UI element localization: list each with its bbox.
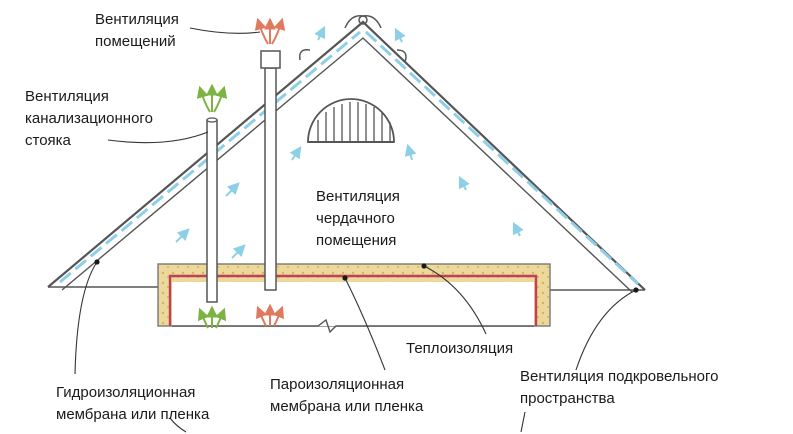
underroof-airflow-right (364, 30, 640, 286)
room-vent-pipe (260, 50, 281, 291)
leader-vapor (344, 277, 386, 371)
room-air-arrows (254, 17, 286, 327)
label-sewer-vent: Вентиляция канализационного стояка (25, 88, 157, 149)
leader-lines (74, 27, 637, 433)
attic-airflow-arrows (175, 25, 524, 259)
label-vapor: Пароизоляционная мембрана или пленка (270, 376, 424, 415)
leader-insulation (423, 265, 487, 335)
leader-bottom-left (169, 417, 187, 433)
label-waterproof: Гидроизоляционная мембрана или пленка (56, 384, 210, 423)
sewer-air-arrows (196, 83, 228, 329)
ceiling-break-line (172, 318, 534, 334)
attic-louvre-vent (307, 98, 395, 143)
leader-sewer-vent (107, 131, 209, 144)
label-room-vent: Вентиляция помещений (95, 11, 183, 50)
label-underroof-vent: Вентиляция подкровельного пространства (520, 368, 723, 407)
roof-outer-line (47, 20, 646, 291)
roof-inner-line (61, 37, 633, 293)
leader-underroof (575, 289, 637, 371)
sewer-vent-pipe (206, 117, 218, 303)
roof (47, 15, 646, 293)
label-insulation: Теплоизоляция (406, 340, 513, 357)
ridge-vent-icon (298, 15, 407, 63)
vapor-barrier (168, 274, 538, 326)
label-attic-vent: Вентиляция чердачного помещения (316, 188, 404, 249)
underroof-airflow-left (59, 30, 361, 284)
insulation-inner-cut (172, 282, 534, 326)
leader-room-vent (189, 27, 261, 34)
leader-bottom-right (520, 411, 526, 433)
leader-dots (94, 259, 639, 293)
leader-waterproof (74, 261, 98, 375)
